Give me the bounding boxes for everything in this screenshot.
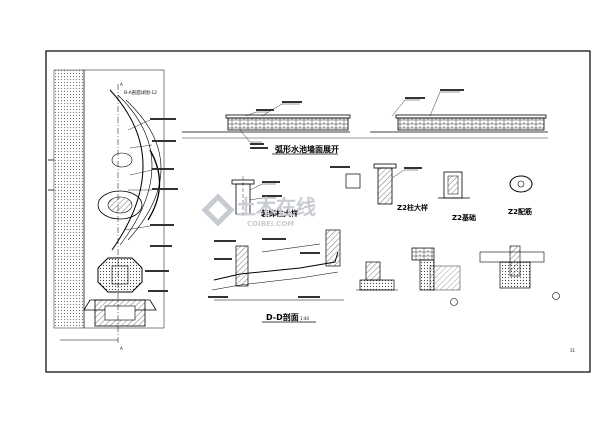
section-detail-c [479, 245, 560, 300]
z2-base-detail [438, 171, 470, 199]
watermark-sub: COIBEI.COM [247, 220, 294, 228]
watermark-logo [201, 193, 235, 227]
decor-title: 装饰柱大样 [260, 208, 299, 218]
z2-cap-title: Z2配筋 [508, 207, 532, 216]
dd-section-title: D-D剖面 [266, 312, 299, 322]
decorative-column-detail [231, 176, 282, 218]
z2-reinforcement-detail [509, 175, 533, 193]
z2-column-detail [330, 163, 422, 205]
section-a-title: B-A剖面详图-12 [124, 89, 157, 96]
sheet-frame [45, 50, 591, 373]
dd-section-detail [208, 229, 344, 301]
section-detail-a [356, 261, 398, 291]
marker-top: A [120, 82, 123, 87]
watermark-brand: 土木在线 [236, 195, 316, 219]
left-plan-view [48, 69, 178, 345]
section-detail-b [411, 247, 461, 306]
marker-bottom: A [120, 346, 123, 351]
z2-column-title: Z2柱大样 [397, 203, 428, 212]
wall-elevation [182, 89, 548, 149]
elevation-title: 弧形水池墙面展开 [275, 144, 339, 154]
dd-section-scale: 1:40 [300, 316, 309, 321]
page-number: 31 [570, 348, 576, 353]
z2-base-title: Z2基础 [452, 213, 476, 222]
